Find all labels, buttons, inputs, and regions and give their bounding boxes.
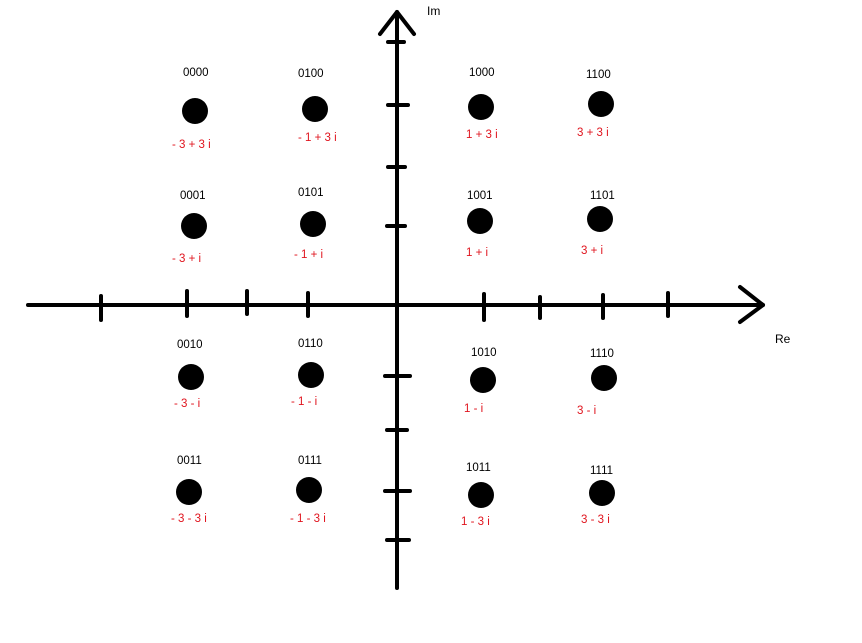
value-label: 1 - 3 i <box>461 516 490 528</box>
value-labels: - 3 + 3 i - 1 + 3 i 1 + 3 i 3 + 3 i - 3 … <box>171 127 610 528</box>
bits-label: 0011 <box>177 455 202 467</box>
bits-label: 1011 <box>466 462 491 474</box>
bit-labels: 0000 0100 1000 1100 0001 0101 1001 1101 … <box>177 67 615 477</box>
bits-label: 1010 <box>471 347 497 359</box>
bits-label: 0010 <box>177 339 203 351</box>
point-1011 <box>468 482 494 508</box>
bits-label: 1100 <box>586 69 611 81</box>
point-1010 <box>470 367 496 393</box>
real-axis-ticks <box>99 289 670 322</box>
value-label: - 1 - i <box>291 396 317 408</box>
bits-label: 0110 <box>298 338 323 350</box>
point-0100 <box>302 96 328 122</box>
value-label: - 1 - 3 i <box>290 513 326 525</box>
real-axis-label: Re <box>775 332 791 346</box>
value-label: - 3 - 3 i <box>171 513 207 525</box>
value-label: - 3 + 3 i <box>172 139 211 151</box>
bits-label: 0111 <box>298 455 322 467</box>
value-label: 3 + 3 i <box>577 127 609 139</box>
bits-label: 1111 <box>590 465 613 477</box>
value-label: - 3 - i <box>174 398 200 410</box>
bits-label: 0000 <box>183 67 209 79</box>
point-0010 <box>178 364 204 390</box>
value-label: - 1 + 3 i <box>298 132 337 144</box>
point-1111 <box>589 480 615 506</box>
bits-label: 0001 <box>180 190 206 202</box>
point-0000 <box>182 98 208 124</box>
bits-label: 1001 <box>467 190 493 202</box>
value-label: 1 + 3 i <box>466 129 498 141</box>
imaginary-axis-label: Im <box>427 4 440 18</box>
value-label: - 1 + i <box>294 249 323 261</box>
value-label: 1 - i <box>464 403 483 415</box>
value-label: 3 - 3 i <box>581 514 610 526</box>
point-1100 <box>588 91 614 117</box>
value-label: 1 + i <box>466 247 488 259</box>
bits-label: 0100 <box>298 68 324 80</box>
constellation-points <box>176 91 617 508</box>
bits-label: 1000 <box>469 67 495 79</box>
point-0111 <box>296 477 322 503</box>
point-1001 <box>467 208 493 234</box>
point-1110 <box>591 365 617 391</box>
imaginary-axis-arrowhead <box>378 10 416 36</box>
value-label: 3 + i <box>581 245 603 257</box>
value-label: - 3 + i <box>172 253 201 265</box>
point-0110 <box>298 362 324 388</box>
real-axis-arrowhead <box>738 285 765 324</box>
point-0001 <box>181 213 207 239</box>
point-1101 <box>587 206 613 232</box>
point-1000 <box>468 94 494 120</box>
bits-label: 1110 <box>590 348 614 360</box>
bits-label: 0101 <box>298 187 324 199</box>
value-label: 3 - i <box>577 405 596 417</box>
point-0011 <box>176 479 202 505</box>
imaginary-axis-ticks <box>383 40 412 542</box>
bits-label: 1101 <box>590 190 615 202</box>
point-0101 <box>300 211 326 237</box>
